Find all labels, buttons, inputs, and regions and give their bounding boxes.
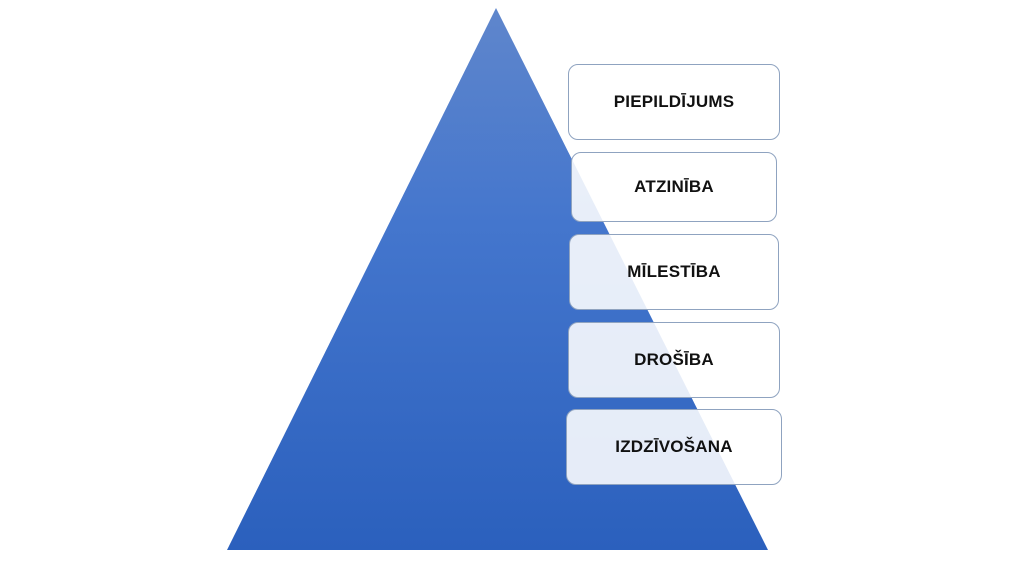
level-box-2: ATZINĪBA	[571, 152, 777, 222]
level-label: DROŠĪBA	[634, 350, 714, 369]
level-box-3: MĪLESTĪBA	[569, 234, 779, 310]
level-box-1: PIEPILDĪJUMS	[568, 64, 780, 140]
level-box-5: IZDZĪVOŠANA	[566, 409, 782, 485]
level-label: IZDZĪVOŠANA	[615, 437, 733, 456]
level-label: ATZINĪBA	[634, 177, 714, 196]
level-box-4: DROŠĪBA	[568, 322, 780, 398]
level-label: MĪLESTĪBA	[627, 262, 721, 281]
level-label: PIEPILDĪJUMS	[613, 92, 735, 111]
